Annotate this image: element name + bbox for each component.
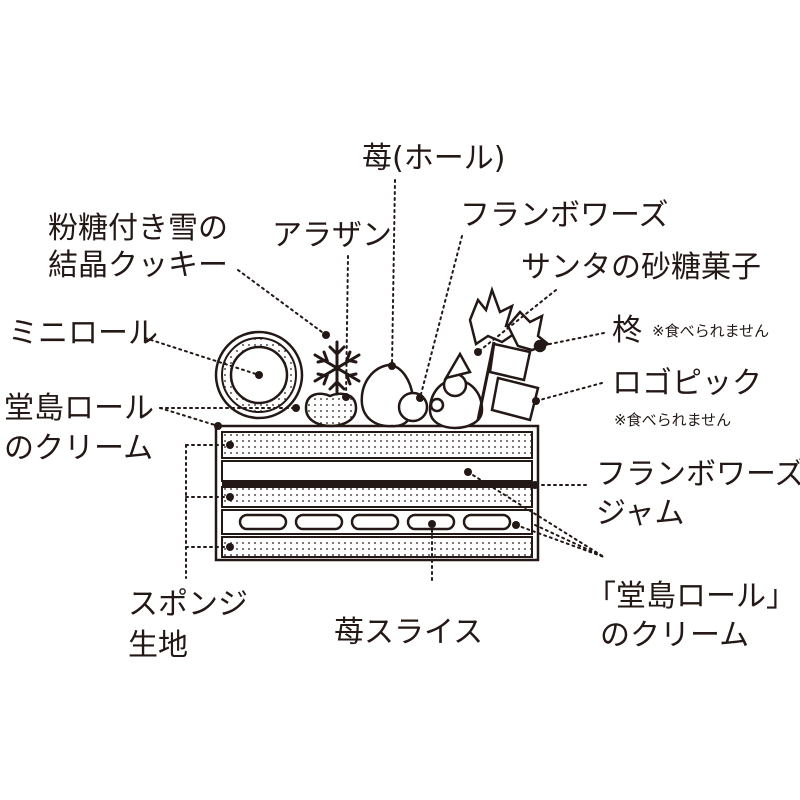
label-snow-cookie-line2: 結晶クッキー bbox=[48, 248, 228, 283]
leader-dots bbox=[214, 331, 544, 551]
logo-pick bbox=[476, 341, 540, 422]
label-framboise-jam-line1: フランボワーズ bbox=[596, 457, 800, 492]
label-mini-roll: ミニロール bbox=[8, 316, 158, 351]
strawberry-slice bbox=[350, 513, 400, 531]
holly-leaves bbox=[468, 286, 551, 353]
santa-sugar-figure bbox=[428, 351, 484, 430]
label-logo-pick: ロゴピック bbox=[612, 366, 762, 401]
label-sponge-line2: 生地 bbox=[128, 628, 188, 663]
label-holly-note: ※食べられません bbox=[652, 322, 769, 340]
label-strawberry-whole: 苺(ホール) bbox=[362, 141, 505, 176]
sponge-layer-top bbox=[221, 460, 533, 482]
snow-crystal-cookie bbox=[313, 340, 361, 396]
label-framboise-top: フランボワーズ bbox=[460, 198, 669, 233]
cake-body bbox=[214, 424, 540, 562]
cream-layer-bottom bbox=[221, 536, 533, 558]
labels: 苺(ホール) フランボワーズ 粉糖付き雪の 結晶クッキー アラザン サンタの砂糖… bbox=[4, 141, 800, 663]
cream-layer-top bbox=[221, 431, 533, 459]
label-logo-pick-note: ※食べられません bbox=[614, 411, 731, 429]
label-framboise-jam-line2: ジャム bbox=[596, 496, 685, 531]
jam-layer bbox=[222, 481, 532, 487]
label-arazan: アラザン bbox=[272, 218, 392, 253]
label-snow-cookie-line1: 粉糖付き雪の bbox=[48, 211, 228, 246]
strawberry-slice bbox=[462, 513, 512, 531]
strawberry-slice bbox=[294, 513, 344, 531]
label-strawberry-slice: 苺スライス bbox=[334, 615, 483, 650]
label-dojima-cream-top-line2: のクリーム bbox=[4, 431, 153, 466]
label-sponge-line1: スポンジ bbox=[128, 587, 248, 622]
leader-lines bbox=[144, 179, 605, 581]
label-dojima-cream-top-line1: 堂島ロール bbox=[4, 391, 154, 426]
cream-layer-middle bbox=[221, 486, 533, 508]
strawberry-slice bbox=[238, 513, 288, 531]
label-dojima-cream-bottom-line1: 「堂島ロール」 bbox=[586, 579, 796, 614]
strawberry-small bbox=[304, 392, 358, 428]
label-dojima-cream-bottom-line2: のクリーム bbox=[600, 618, 749, 653]
label-santa-sugar: サンタの砂糖菓子 bbox=[521, 250, 761, 285]
label-holly: 柊 bbox=[612, 313, 642, 348]
toppings bbox=[214, 286, 551, 430]
